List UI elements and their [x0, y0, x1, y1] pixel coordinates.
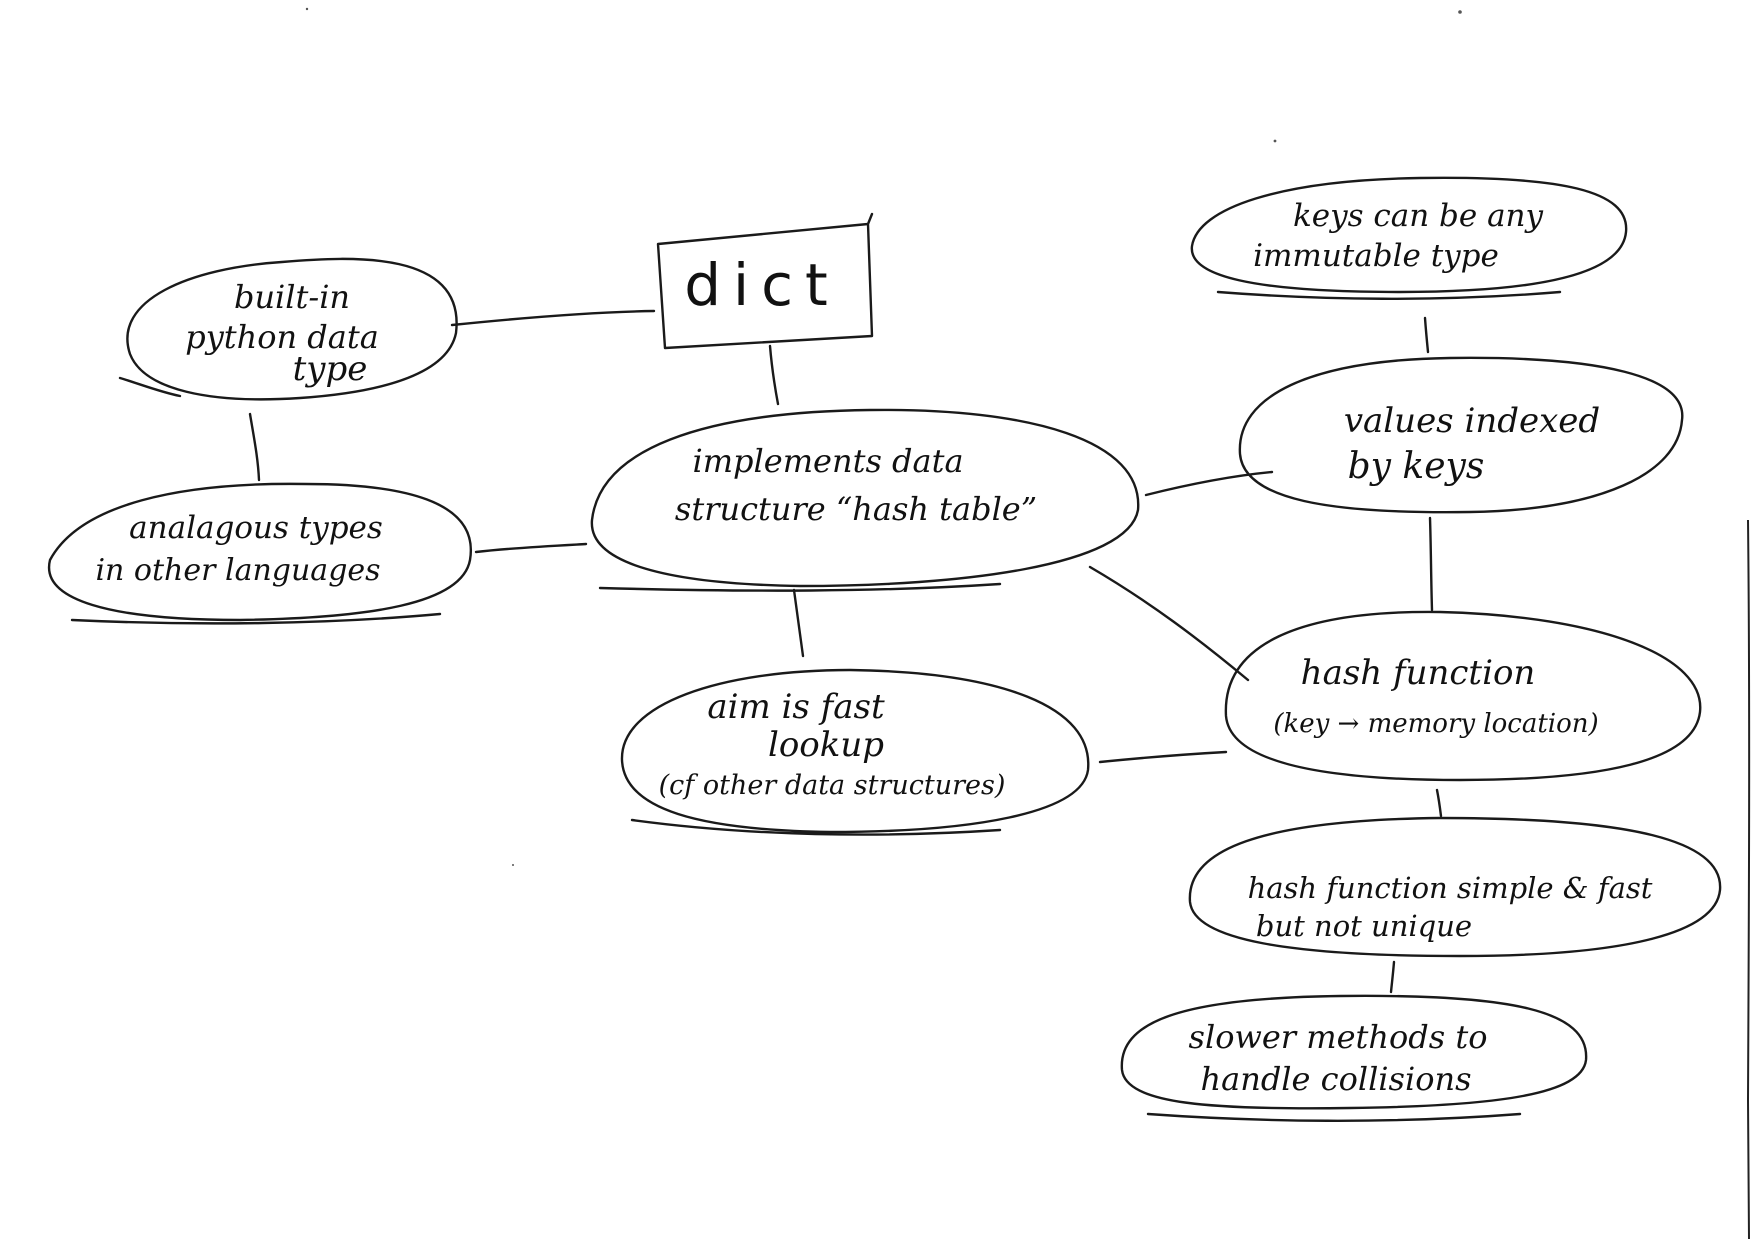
node-immutable-line-1: keys can be any	[1293, 198, 1544, 234]
node-fastlookup-line-1: aim is fast	[707, 687, 885, 727]
edge-hashtable-hashfunc	[1088, 565, 1250, 682]
edge-notunique-collisions	[1389, 960, 1396, 994]
edge-builtin-dict	[450, 309, 656, 327]
node-dict-box	[656, 212, 874, 350]
scan-speck	[1273, 139, 1277, 143]
node-collisions-line-1: slower methods to	[1189, 1018, 1488, 1056]
node-notunique-line-2: but not unique	[1256, 909, 1472, 943]
node-notunique-line-1: hash function simple & fast	[1248, 871, 1653, 905]
edge-analogous-hashtable	[474, 542, 588, 554]
node-analogous: analagous types in other languages	[47, 482, 473, 625]
node-fastlookup: aim is fast lookup (cf other data struct…	[620, 668, 1090, 836]
node-hashtable-line-1: implements data	[692, 442, 963, 480]
edge-builtin-analogous	[248, 412, 261, 482]
edges-layer	[248, 309, 1443, 994]
node-collisions-line-2: handle collisions	[1201, 1060, 1472, 1098]
scan-speck	[305, 7, 309, 11]
edge-hashtable-indexed	[1144, 470, 1274, 497]
node-builtin: built-in python data type	[118, 257, 458, 401]
edge-hashfunc-notunique	[1435, 788, 1443, 818]
node-notunique: hash function simple & fast but not uniq…	[1188, 816, 1722, 958]
scan-speck	[512, 864, 514, 866]
node-hashfunc-line-1: hash function	[1301, 653, 1536, 693]
node-hashtable: implements data structure “hash table”	[590, 408, 1140, 592]
node-builtin-line-2: python data	[185, 318, 379, 356]
node-hashfunc-line-2: (key → memory location)	[1273, 709, 1598, 739]
node-fastlookup-ellipse	[620, 668, 1090, 836]
scan-speck	[1458, 10, 1462, 14]
page-edge-line	[1746, 519, 1751, 1239]
edge-indexed-hashfunc	[1428, 516, 1434, 612]
node-notunique-ellipse	[1188, 816, 1722, 958]
node-hashfunc: hash function (key → memory location)	[1224, 610, 1702, 782]
node-indexed: values indexed by keys	[1238, 356, 1684, 514]
node-builtin-line-3: type	[293, 349, 368, 389]
edge-fastlookup-hashfunc	[1098, 750, 1228, 764]
node-fastlookup-line-2: lookup	[768, 725, 884, 765]
node-analogous-line-2: in other languages	[95, 553, 380, 588]
node-collisions: slower methods to handle collisions	[1120, 994, 1588, 1122]
node-collisions-ellipse	[1120, 994, 1588, 1122]
node-builtin-ellipse	[118, 257, 458, 401]
edge-immutable-indexed	[1423, 316, 1430, 354]
node-dict: dict	[656, 212, 874, 350]
edge-dict-hashtable	[768, 344, 780, 406]
node-indexed-line-1: values indexed	[1344, 401, 1600, 441]
node-builtin-line-1: built-in	[234, 278, 350, 316]
node-hashtable-line-2: structure “hash table”	[675, 490, 1037, 528]
node-hashtable-ellipse	[590, 408, 1140, 592]
node-indexed-line-2: by keys	[1348, 446, 1485, 487]
node-immutable: keys can be any immutable type	[1190, 176, 1628, 300]
node-hashfunc-ellipse	[1224, 610, 1702, 782]
node-fastlookup-line-3: (cf other data structures)	[659, 770, 1006, 801]
node-analogous-ellipse	[47, 482, 473, 625]
node-immutable-ellipse	[1190, 176, 1628, 300]
node-analogous-line-1: analagous types	[129, 510, 383, 546]
node-immutable-line-2: immutable type	[1253, 238, 1499, 274]
edge-hashtable-fastlookup	[792, 588, 805, 658]
node-dict-label: dict	[684, 251, 840, 319]
node-indexed-ellipse	[1238, 356, 1684, 514]
